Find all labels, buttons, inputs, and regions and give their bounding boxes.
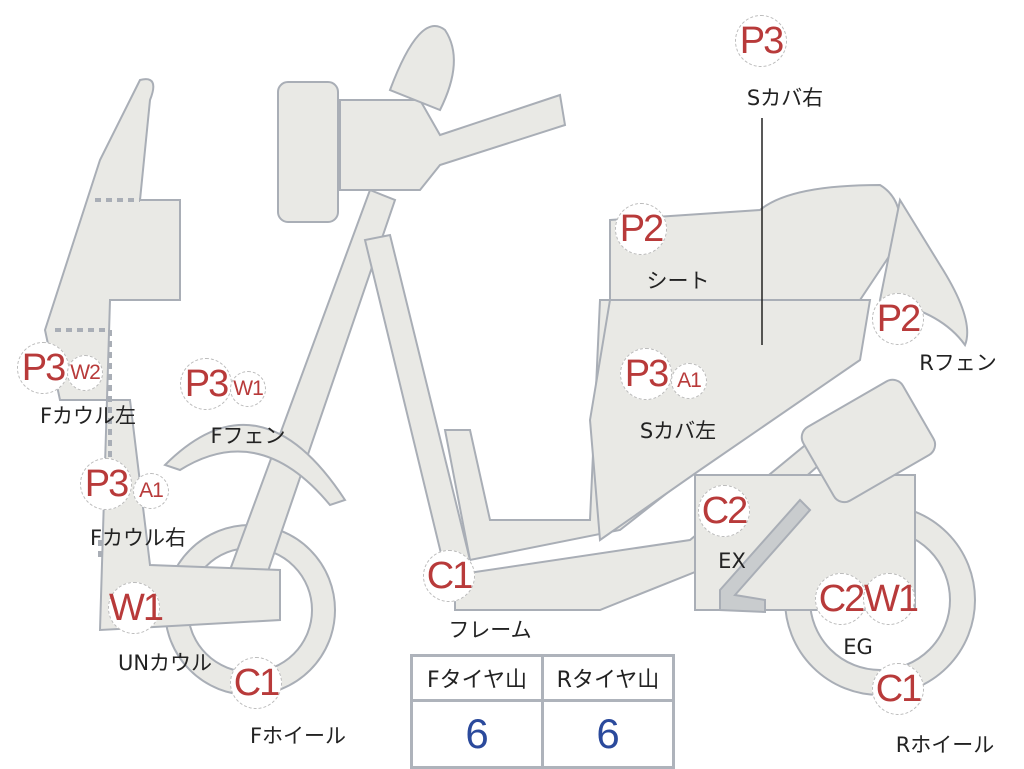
rear-tire-header: Rタイヤ山 [541,654,675,702]
grade-badge-small: A1 [671,363,707,399]
mirror [388,25,455,112]
grade-badge: C2 [698,485,750,537]
grade-badge: P3 [80,458,132,510]
grade-badge: W1 [863,573,919,625]
grade-badge-small: A1 [133,473,169,509]
exhaust [719,498,812,614]
part-label: EX [718,549,746,573]
grade-badge: P3 [17,342,69,394]
part-label: Rホイール [895,733,995,757]
headlight [277,81,339,223]
grade-badge-small: W1 [230,371,266,407]
grade-badge-small: W2 [67,355,103,391]
part-label: Fホイール [249,724,347,748]
front-cowl [43,78,281,632]
grade-badge: C1 [230,657,282,709]
part-label: EG [843,635,873,659]
part-label: UNカウル [117,651,213,675]
grade-badge: C1 [872,663,924,715]
grade-badge: P2 [872,293,924,345]
grade-badge: C1 [423,550,475,602]
grade-badge: P3 [735,15,787,67]
grade-badge: C2 [815,573,867,625]
part-label: Fカウル右 [89,526,187,550]
grade-badge: P3 [620,348,672,400]
grade-badge: W1 [108,582,164,634]
front-fender [163,423,347,507]
part-label: Sカバ右 [746,86,824,110]
handlebar [339,93,567,191]
part-label: Rフェン [919,351,997,375]
front-tire-header: Fタイヤ山 [410,654,544,702]
frame [363,233,472,572]
shock [800,378,937,504]
part-label: フレーム [448,618,532,642]
rear-tire-value: 6 [541,699,675,769]
part-label: シート [646,269,710,293]
part-label: Fカウル左 [39,404,137,428]
grade-badge: P3 [180,358,232,410]
part-label: Sカバ左 [639,419,717,443]
front-tire-value: 6 [410,699,544,769]
part-label: Fフェン [210,424,286,448]
grade-badge: P2 [615,203,667,255]
